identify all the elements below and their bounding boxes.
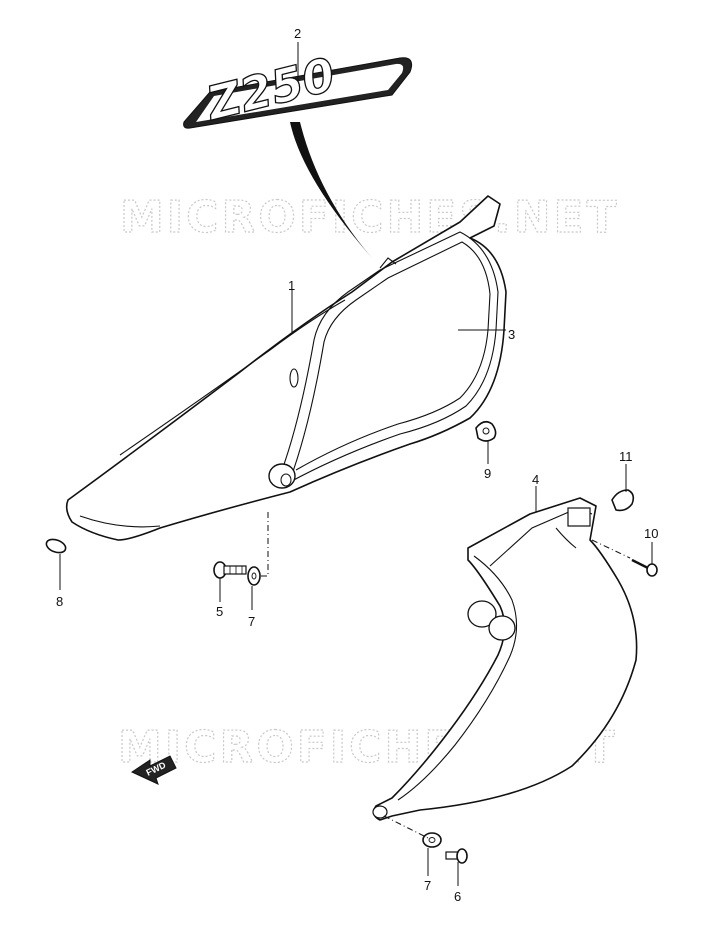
callout-2: 2	[294, 26, 301, 41]
bolt-part-6[interactable]	[445, 848, 468, 864]
fwd-arrow: FWD	[130, 755, 177, 785]
washer-part-7-upper[interactable]	[247, 566, 261, 586]
emblem-text: Z250	[200, 47, 341, 131]
lower-cover-part-4[interactable]	[372, 497, 638, 821]
callout-7-lower: 7	[424, 878, 431, 893]
callout-10: 10	[644, 526, 658, 541]
callout-7-upper: 7	[248, 614, 255, 629]
callout-5: 5	[216, 604, 223, 619]
callout-4: 4	[532, 472, 539, 487]
bolt-part-5[interactable]	[213, 561, 247, 579]
callout-6: 6	[454, 889, 461, 904]
callout-11: 11	[619, 449, 633, 464]
watermark-top: MICROFICHES.NET	[120, 192, 620, 243]
callout-1: 1	[288, 278, 295, 293]
grommet-part-11[interactable]	[611, 489, 635, 512]
assembly-line-10	[591, 539, 631, 559]
grommet-part-8[interactable]	[45, 537, 68, 555]
emblem-placement-arrow	[290, 122, 372, 258]
assembly-line-6-7	[383, 815, 429, 839]
callout-3: 3	[508, 327, 515, 342]
callout-8: 8	[56, 594, 63, 609]
nut-part-9[interactable]	[475, 420, 497, 442]
callout-9: 9	[484, 466, 491, 481]
assembly-line-5-7	[258, 512, 269, 577]
frame-cover-part-1[interactable]	[65, 195, 507, 541]
washer-part-7-lower[interactable]	[422, 832, 442, 848]
screw-part-10[interactable]	[631, 558, 658, 577]
leader-lines	[59, 42, 653, 886]
